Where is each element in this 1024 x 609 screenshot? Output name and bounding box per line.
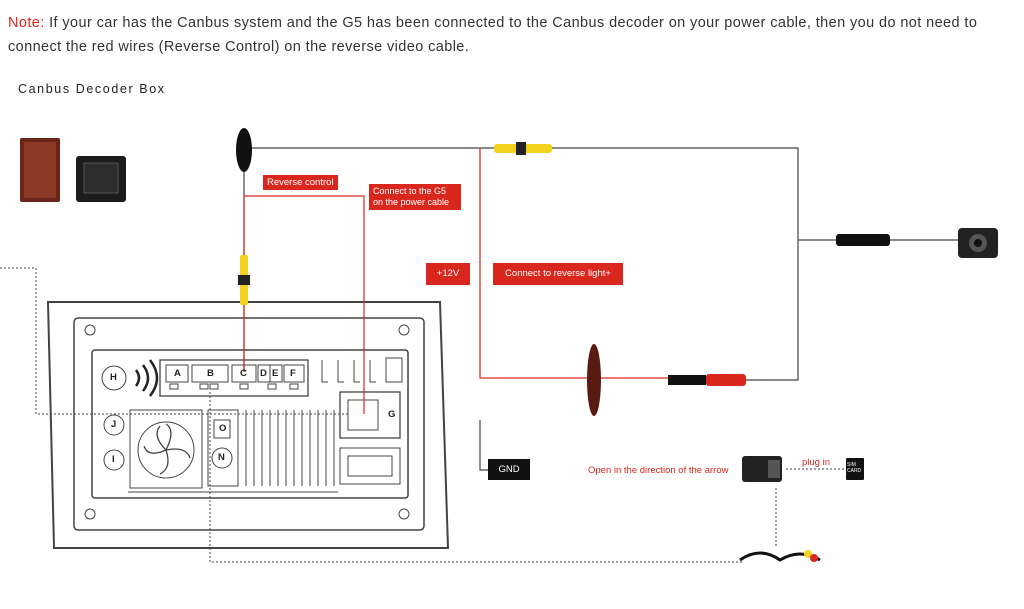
port-label-o: O	[219, 423, 227, 434]
reverse-light-label: Connect to reverse light+	[493, 263, 623, 285]
note-body: If your car has the Canbus system and th…	[8, 15, 978, 55]
camera-icon	[836, 228, 998, 258]
sim-adapter-icon	[742, 456, 782, 482]
canbus-title: Canbus Decoder Box	[18, 82, 166, 96]
rca-connector-icon	[238, 142, 552, 305]
power-wire-icon	[587, 344, 746, 416]
head-unit	[46, 301, 450, 549]
harness-icon	[739, 550, 821, 562]
port-label-n: N	[218, 452, 225, 463]
connect-g5-label: Connect to the G5 on the power cable	[369, 184, 461, 210]
port-label-c: C	[240, 368, 247, 379]
plug-in-label: plug in	[802, 457, 830, 468]
canbus-decoder-box-icon	[20, 138, 126, 202]
port-label-e: E	[272, 368, 279, 379]
open-direction-label: Open in the direction of the arrow	[588, 465, 729, 476]
sim-card-label: SIM CARD	[847, 462, 862, 474]
port-label-h: H	[110, 372, 117, 383]
port-label-j: J	[111, 419, 117, 430]
port-label-a: A	[174, 368, 181, 379]
gnd-label: GND	[488, 459, 530, 480]
wires	[0, 147, 958, 563]
port-label-d: D	[260, 368, 267, 379]
cable-coil-icon	[236, 128, 252, 172]
port-label-f: F	[290, 368, 296, 379]
port-label-g: G	[388, 409, 396, 420]
port-label-i: I	[112, 454, 115, 465]
sim-card-icon	[846, 458, 864, 480]
note-text: Note: If your car has the Canbus system …	[8, 11, 1018, 59]
note-lead: Note:	[8, 15, 45, 31]
port-label-b: B	[207, 368, 214, 379]
plus12v-label: +12V	[426, 263, 470, 285]
reverse-control-label: Reverse control	[263, 175, 338, 190]
